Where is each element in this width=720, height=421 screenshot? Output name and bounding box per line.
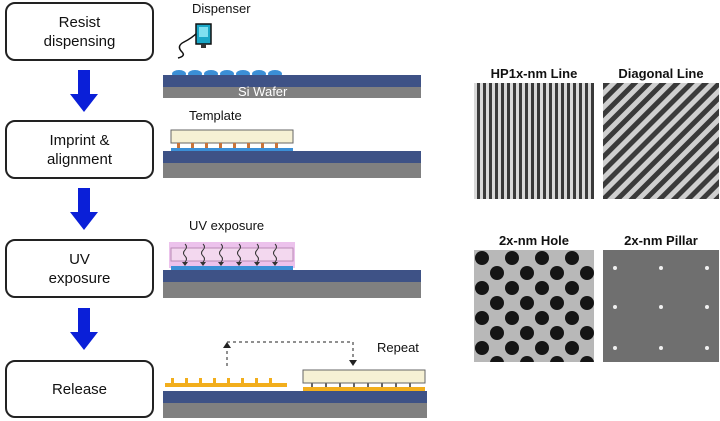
repeat-label: Repeat bbox=[377, 340, 419, 355]
sem-image-hole bbox=[474, 250, 594, 362]
uv-exposure-diagram bbox=[163, 242, 421, 298]
step-uv-exposure: UV exposure bbox=[5, 239, 154, 298]
sem-title-hole: 2x-nm Hole bbox=[498, 233, 570, 248]
step-label: Release bbox=[51, 380, 108, 398]
sem-title-line: HP1x-nm Line bbox=[490, 66, 578, 81]
sem-title-pillar: 2x-nm Pillar bbox=[624, 233, 698, 248]
dispenser-label: Dispenser bbox=[192, 1, 251, 16]
si-wafer-label: Si Wafer bbox=[238, 84, 288, 99]
uv-exposure-label: UV exposure bbox=[189, 218, 265, 233]
repeat-path bbox=[226, 341, 354, 366]
sem-image-line bbox=[474, 83, 594, 199]
sem-image-pillar bbox=[603, 250, 719, 362]
step-release: Release bbox=[5, 360, 154, 418]
sem-image-diagonal bbox=[603, 83, 719, 199]
release-diagram bbox=[163, 341, 427, 418]
step-label: UV exposure bbox=[48, 250, 111, 287]
sem-title-diagonal: Diagonal Line bbox=[618, 66, 704, 81]
step-imprint-alignment: Imprint & alignment bbox=[5, 120, 154, 179]
down-arrow-icon bbox=[70, 308, 98, 350]
resist-dispensing-diagram bbox=[163, 70, 421, 98]
step-resist-dispensing: Resist dispensing bbox=[5, 2, 154, 61]
template-label: Template bbox=[189, 108, 242, 123]
step-label: Resist dispensing bbox=[43, 13, 116, 50]
dispenser-icon bbox=[177, 23, 212, 59]
step-label: Imprint & alignment bbox=[46, 131, 113, 168]
imprint-diagram bbox=[163, 129, 421, 178]
down-arrow-icon bbox=[70, 70, 98, 112]
down-arrow-icon bbox=[70, 188, 98, 230]
